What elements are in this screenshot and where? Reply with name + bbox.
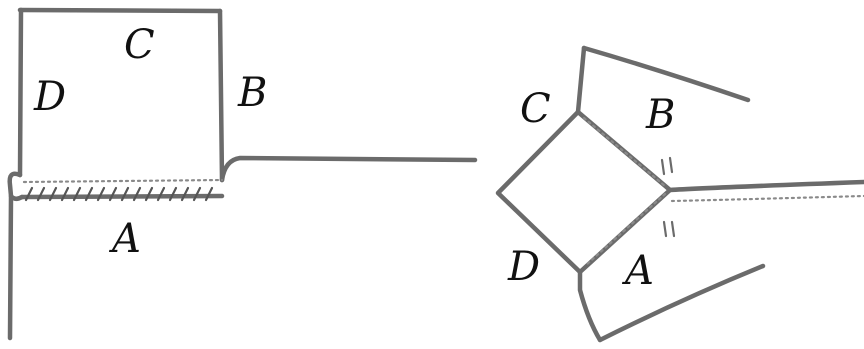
left-square-top-edge bbox=[17, 7, 223, 14]
left-square-left-edge bbox=[17, 7, 24, 178]
right-label-c: C bbox=[520, 86, 551, 132]
left-seam-line bbox=[19, 193, 225, 200]
left-label-c: C bbox=[124, 22, 155, 68]
right-label-b: B bbox=[645, 92, 675, 138]
left-strip-lower-edge bbox=[7, 193, 14, 341]
right-dotted-ad bbox=[583, 192, 667, 268]
right-flare-marks bbox=[660, 156, 676, 238]
right-strip-edge bbox=[667, 179, 864, 193]
left-strip-fold bbox=[7, 171, 25, 201]
right-label-a: A bbox=[621, 248, 654, 294]
left-label-b: B bbox=[237, 70, 267, 116]
right-lower-outline bbox=[597, 263, 766, 343]
right-label-d: D bbox=[507, 244, 540, 290]
left-seam-stitches bbox=[24, 186, 214, 202]
right-upper-slit bbox=[575, 45, 587, 115]
left-label-a: A bbox=[108, 216, 141, 262]
left-seam-dotted bbox=[22, 178, 224, 184]
right-dotted-ba bbox=[582, 116, 667, 188]
left-strip-right-edge bbox=[219, 155, 478, 183]
right-figure: C B D A bbox=[495, 45, 864, 343]
left-label-d: D bbox=[33, 74, 66, 120]
left-figure: C D B A bbox=[7, 7, 478, 341]
right-lower-slit bbox=[577, 269, 603, 343]
left-square-right-edge bbox=[217, 8, 225, 183]
right-dotted-strip bbox=[670, 194, 864, 203]
right-upper-outline bbox=[581, 45, 751, 103]
